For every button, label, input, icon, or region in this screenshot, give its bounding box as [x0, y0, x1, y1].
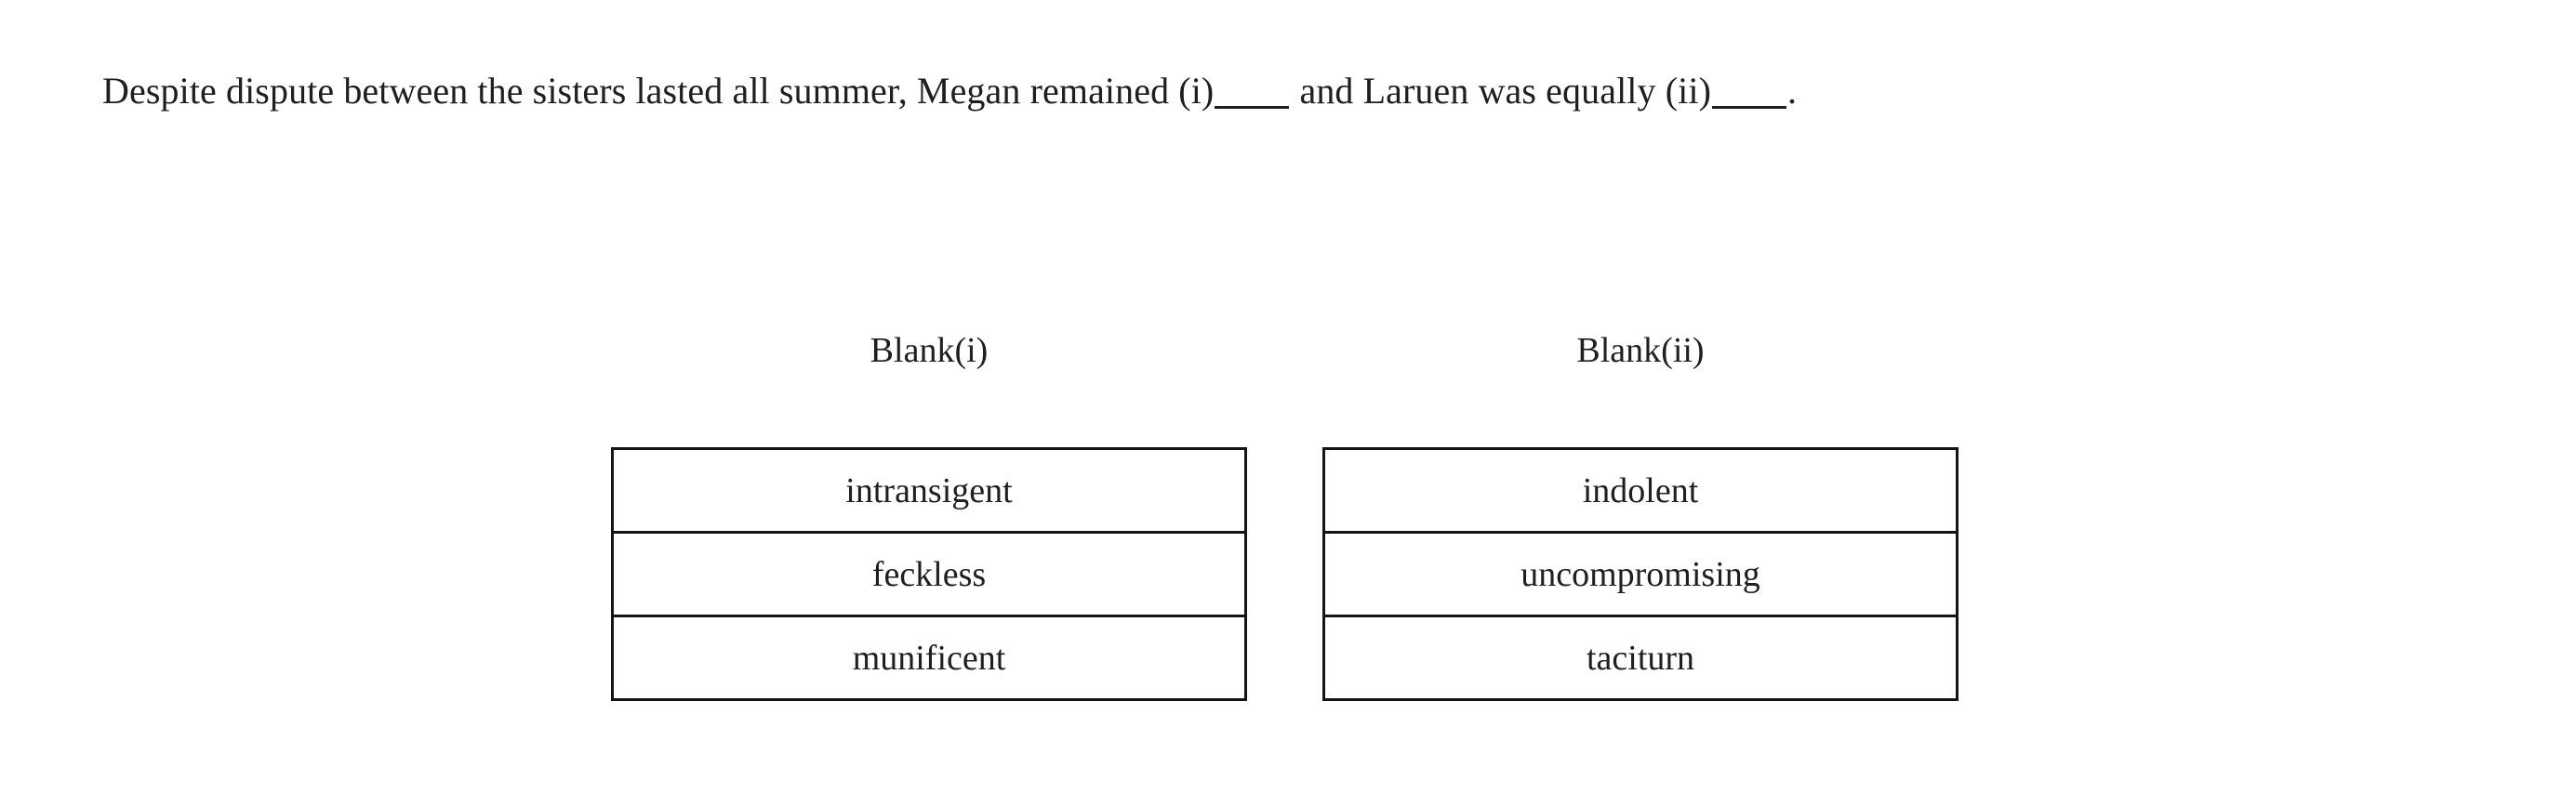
blank-two-heading: Blank(ii): [1576, 331, 1705, 370]
blank-two-options-table: indolent uncompromising taciturn: [1322, 447, 1959, 701]
blank-two-rule: [1711, 80, 1786, 109]
table-row[interactable]: uncompromising: [1323, 531, 1958, 616]
question-text-part-1: Despite dispute between the sisters last…: [102, 70, 1215, 112]
table-row[interactable]: intransigent: [612, 448, 1246, 533]
blank-one-rule: [1215, 80, 1290, 109]
blank-one-heading: Blank(i): [870, 331, 989, 370]
blank-two-option-1[interactable]: indolent: [1323, 448, 1958, 533]
question-sentence: Despite dispute between the sisters last…: [102, 67, 1797, 115]
question-text-part-2: and Laruen was equally (ii): [1290, 70, 1711, 112]
blank-two-option-2[interactable]: uncompromising: [1323, 531, 1958, 616]
answer-choice-area: Blank(i) intransigent feckless munificen…: [611, 330, 1959, 702]
table-row[interactable]: feckless: [612, 531, 1246, 616]
blank-one-option-3[interactable]: munificent: [612, 615, 1246, 700]
table-row[interactable]: munificent: [612, 615, 1246, 700]
question-text-part-3: .: [1786, 70, 1798, 112]
blank-two-group: Blank(ii) indolent uncompromising tacitu…: [1322, 330, 1959, 701]
table-row[interactable]: indolent: [1323, 448, 1958, 533]
blank-two-option-3[interactable]: taciturn: [1323, 615, 1958, 700]
table-row[interactable]: taciturn: [1323, 615, 1958, 700]
blank-one-option-1[interactable]: intransigent: [612, 448, 1246, 533]
blank-one-group: Blank(i) intransigent feckless munificen…: [611, 330, 1247, 701]
blank-one-option-2[interactable]: feckless: [612, 531, 1246, 616]
blank-one-options-table: intransigent feckless munificent: [611, 447, 1247, 701]
